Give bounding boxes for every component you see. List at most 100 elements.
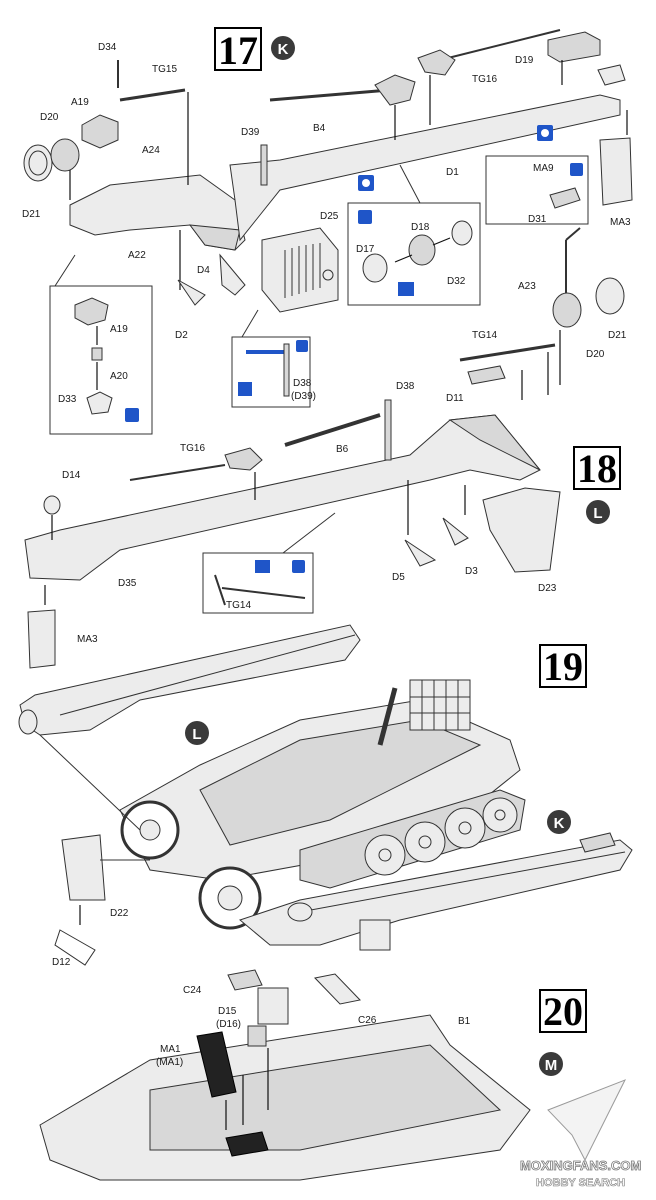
leader-tg14 — [282, 512, 336, 554]
label-d23: D23 — [538, 583, 557, 594]
rod-tg16-18 — [129, 464, 226, 481]
step-19-box — [539, 644, 587, 688]
step-17-number: 17 — [218, 28, 258, 73]
label-b1: B1 — [458, 1016, 471, 1027]
part-d38 — [384, 399, 392, 461]
part-d18 — [451, 220, 473, 246]
label-d20-18: D20 — [586, 349, 605, 360]
label-d21: D21 — [22, 209, 41, 220]
part-horn — [374, 74, 416, 106]
label-d11: D11 — [446, 393, 464, 404]
label-tg15: TG15 — [152, 64, 177, 75]
label-b6: B6 — [336, 444, 349, 455]
label-d38-detail: D38 — [293, 378, 312, 389]
detail-part-d33 — [86, 391, 113, 415]
part-d4 — [219, 253, 246, 296]
rod-tg16 — [439, 29, 561, 61]
grille-slots — [284, 243, 321, 298]
label-d25: D25 — [320, 211, 339, 222]
marker-m-20-letter: M — [545, 1057, 558, 1074]
part-d21-18 — [595, 277, 625, 315]
label-ma9: MA9 — [533, 163, 554, 174]
step-17-box — [214, 27, 262, 71]
label-a22: A22 — [128, 250, 146, 261]
step-18: 18 L — [24, 227, 627, 669]
mortar-tube — [377, 687, 398, 746]
road-wheels — [364, 797, 518, 876]
label-d34: D34 — [98, 42, 117, 53]
plate-ma3-18 — [27, 609, 56, 669]
part-a23 — [565, 227, 581, 241]
step-19: 19 L K — [18, 624, 633, 968]
label-d17: D17 — [356, 244, 375, 255]
marker-k-17-letter: K — [278, 41, 289, 58]
label-a24: A24 — [142, 145, 160, 156]
marker-k-17 — [271, 36, 295, 60]
marker-k-19-letter: K — [554, 815, 565, 832]
label-tg16: TG16 — [472, 74, 497, 85]
part-d2 — [177, 279, 206, 306]
part-d14 — [43, 495, 61, 515]
ammo-rack-cells — [410, 680, 470, 730]
floor-pan-inner — [149, 1044, 502, 1151]
label-d38-18: D38 — [396, 381, 415, 392]
step-18-number: 18 — [577, 446, 617, 491]
label-d3: D3 — [465, 566, 478, 577]
label-ma3-18: MA3 — [77, 634, 98, 645]
paint-icon — [398, 282, 414, 296]
leader-d38 — [241, 309, 259, 338]
rail-k-assembly — [238, 839, 633, 946]
step-19-number: 19 — [543, 644, 583, 689]
label-d16: (D16) — [216, 1019, 241, 1030]
part-d19-bracket — [597, 64, 626, 86]
leader-lamp — [399, 164, 421, 204]
vehicle-interior — [199, 719, 482, 846]
marker-l-19 — [185, 721, 209, 745]
detail-part-a20 — [91, 347, 103, 361]
part-d39 — [260, 144, 268, 186]
label-c26: C26 — [358, 1015, 377, 1026]
label-tg14: TG14 — [472, 330, 497, 341]
label-d31: D31 — [528, 214, 547, 225]
label-d1: D1 — [446, 167, 459, 178]
label-d18: D18 — [411, 222, 430, 233]
watermark-line1: MOXINGFANS.COM — [520, 1158, 641, 1173]
glue-icon — [296, 340, 308, 352]
part-d22 — [61, 834, 106, 901]
label-d15: D15 — [218, 1006, 237, 1017]
detail-d38-post — [283, 343, 290, 397]
label-d14: D14 — [62, 470, 81, 481]
part-d23 — [482, 487, 561, 573]
grille-knob — [322, 269, 334, 281]
pe-ma1 — [196, 1031, 269, 1157]
label-d35: D35 — [118, 578, 137, 589]
marker-l-19-letter: L — [192, 726, 201, 743]
ammo-rack — [409, 679, 471, 731]
label-b4: B4 — [313, 123, 326, 134]
detail-part-a19 — [74, 297, 109, 326]
detail-tg14-end — [214, 574, 226, 606]
label-a23: A23 — [518, 281, 536, 292]
paint-icon — [255, 560, 270, 573]
arrow-d18 — [432, 237, 451, 246]
step-18-box — [573, 446, 621, 490]
watermark: MOXINGFANS.COM HOBBY SEARCH — [520, 1079, 642, 1189]
part-d19 — [547, 31, 601, 63]
part-d32 — [408, 234, 436, 266]
label-d20: D20 — [40, 112, 59, 123]
rod-b6 — [284, 413, 381, 447]
label-d39-paren: (D39) — [291, 391, 316, 402]
fender-left-inner — [188, 224, 241, 251]
leader-l — [39, 734, 141, 831]
label-c24: C24 — [183, 985, 202, 996]
headlight-lens-d21 — [23, 144, 53, 182]
marker-m-20 — [539, 1052, 563, 1076]
rod-b4 — [269, 88, 391, 102]
label-tg16-18: TG16 — [180, 443, 205, 454]
label-d21-18: D21 — [608, 330, 627, 341]
headlight-body-d20 — [50, 138, 80, 172]
detail-tg14-rod — [221, 587, 306, 599]
rail-k-grille — [359, 919, 391, 951]
part-a19 — [81, 114, 119, 149]
